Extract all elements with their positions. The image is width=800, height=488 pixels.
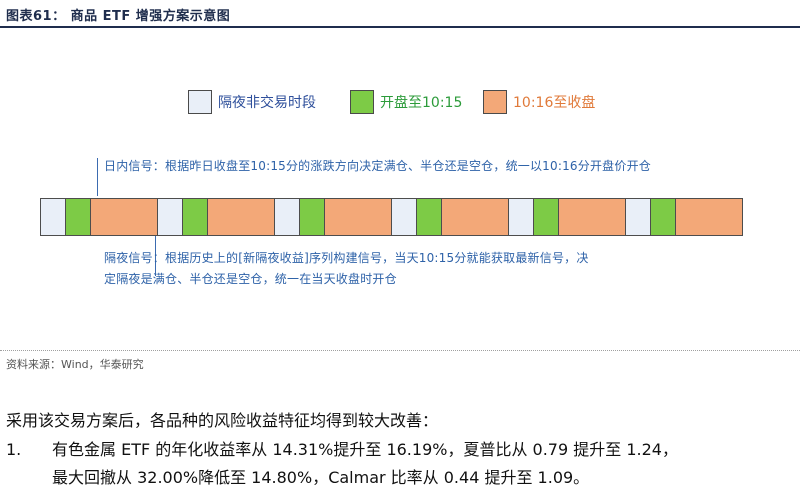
legend-label-overnight: 隔夜非交易时段 [218,95,316,111]
timeline-segment-1016-to-close [675,198,743,236]
intraday-pointer-line [97,158,98,196]
figure-title: 图表61： 商品 ETF 增强方案示意图 [6,9,231,24]
item-text-continued: 最大回撤从 32.00%降低至 14.80%，Calmar 比率从 0.44 提… [52,468,590,487]
legend-label-open: 开盘至10:15 [380,95,463,111]
legend-swatch-close [483,90,507,114]
timeline [40,198,754,236]
source-divider [0,350,800,351]
timeline-segment-overnight [274,198,300,236]
timeline-segment-1016-to-close [441,198,509,236]
timeline-segment-overnight [40,198,66,236]
body-item-1-continued: 最大回撤从 32.00%降低至 14.80%，Calmar 比率从 0.44 提… [6,464,589,488]
legend: 隔夜非交易时段 开盘至10:15 10:16至收盘 [0,88,800,116]
timeline-segment-1016-to-close [90,198,158,236]
timeline-segment-open-to-1015 [65,198,91,236]
timeline-segment-overnight [625,198,651,236]
legend-item-close: 10:16至收盘 [483,88,595,116]
legend-swatch-overnight [188,90,212,114]
intraday-signal-note: 日内信号：根据昨日收盘至10:15分的涨跌方向决定满仓、半仓还是空仓，统一以10… [104,159,651,173]
timeline-segment-overnight [391,198,417,236]
timeline-segment-1016-to-close [207,198,275,236]
overnight-signal-note: 隔夜信号：根据历史上的[新隔夜收益]序列构建信号，当天10:15分就能获取最新信… [104,248,764,290]
item-text: 有色金属 ETF 的年化收益率从 14.31%提升至 16.19%，夏普比从 0… [52,440,678,459]
timeline-segment-open-to-1015 [650,198,676,236]
title-divider [0,26,800,28]
legend-swatch-open [350,90,374,114]
legend-item-overnight: 隔夜非交易时段 [188,88,316,116]
source-note: 资料来源：Wind，华泰研究 [6,358,144,371]
overnight-signal-line1: 隔夜信号：根据历史上的[新隔夜收益]序列构建信号，当天10:15分就能获取最新信… [104,251,589,265]
timeline-segment-open-to-1015 [416,198,442,236]
body-intro: 采用该交易方案后，各品种的风险收益特征均得到较大改善： [6,411,439,430]
overnight-pointer-line [155,236,156,276]
item-number: 1. [6,440,22,459]
timeline-segment-1016-to-close [324,198,392,236]
overnight-signal-line2: 定隔夜是满仓、半仓还是空仓，统一在当天收盘时开仓 [104,272,397,286]
legend-item-open: 开盘至10:15 [350,88,462,116]
body-item-1: 1. 有色金属 ETF 的年化收益率从 14.31%提升至 16.19%，夏普比从… [6,436,678,460]
timeline-segment-1016-to-close [558,198,626,236]
timeline-segment-open-to-1015 [182,198,208,236]
timeline-segment-open-to-1015 [299,198,325,236]
timeline-segment-open-to-1015 [533,198,559,236]
legend-label-close: 10:16至收盘 [513,95,596,111]
timeline-segment-overnight [508,198,534,236]
timeline-segment-overnight [157,198,183,236]
